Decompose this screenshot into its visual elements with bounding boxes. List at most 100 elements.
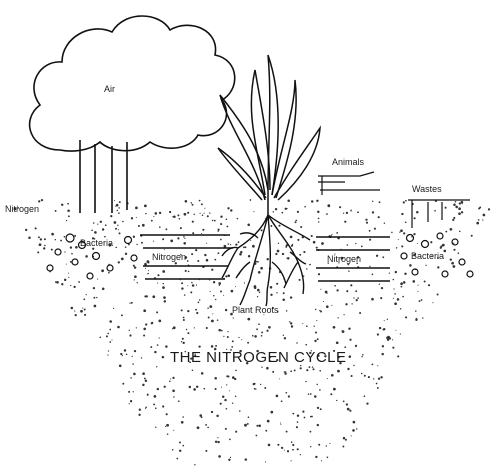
soil-speck: [291, 441, 293, 443]
soil-speck: [133, 373, 136, 376]
soil-speck: [204, 208, 205, 209]
soil-speck: [164, 300, 166, 302]
soil-speck: [113, 308, 114, 309]
soil-speck: [181, 341, 182, 342]
soil-speck: [376, 255, 378, 257]
soil-speck: [287, 200, 290, 203]
soil-speck: [153, 241, 154, 242]
soil-speck: [281, 400, 283, 402]
soil-speck: [300, 454, 301, 455]
soil-speck: [315, 309, 316, 310]
soil-speck: [422, 317, 423, 318]
soil-speck: [458, 212, 461, 215]
animals-label: Animals: [332, 157, 365, 167]
soil-speck: [159, 212, 161, 214]
soil-speck: [275, 208, 277, 210]
soil-speck: [225, 309, 227, 311]
soil-speck: [282, 298, 285, 301]
soil-speck: [166, 424, 169, 427]
soil-speck: [351, 435, 352, 436]
soil-speck: [40, 238, 42, 240]
soil-speck: [170, 378, 171, 379]
soil-speck: [233, 317, 234, 318]
soil-speck: [299, 279, 301, 281]
soil-speck: [252, 335, 254, 337]
soil-speck: [235, 431, 237, 433]
soil-speck: [172, 390, 175, 393]
soil-speck: [265, 461, 266, 462]
soil-speck: [41, 199, 43, 201]
soil-speck: [383, 328, 385, 330]
soil-speck: [346, 290, 348, 292]
soil-speck: [295, 220, 297, 222]
nitrogen-right-label: Nitrogen: [327, 254, 361, 264]
soil-speck: [318, 221, 319, 222]
soil-speck: [305, 344, 307, 346]
soil-speck: [316, 200, 318, 202]
soil-speck: [343, 437, 345, 439]
soil-speck: [297, 414, 299, 416]
soil-speck: [461, 211, 463, 213]
soil-speck: [361, 373, 363, 375]
soil-speck: [404, 273, 406, 275]
soil-speck: [376, 383, 378, 385]
soil-speck: [218, 329, 221, 332]
soil-speck: [351, 210, 352, 211]
soil-speck: [258, 323, 260, 325]
soil-speck: [289, 321, 290, 322]
soil-speck: [106, 335, 108, 337]
soil-speck: [306, 325, 308, 327]
soil-speck: [459, 231, 461, 233]
soil-speck: [117, 225, 118, 226]
soil-speck: [379, 284, 380, 285]
soil-speck: [270, 286, 273, 289]
soil-speck: [198, 302, 200, 304]
soil-speck: [392, 339, 393, 340]
soil-speck: [97, 279, 98, 280]
soil-speck: [221, 330, 223, 332]
soil-speck: [314, 395, 317, 398]
soil-speck: [199, 200, 201, 202]
soil-speck: [317, 407, 319, 409]
soil-speck: [384, 320, 385, 321]
soil-speck: [445, 231, 447, 233]
soil-speck: [109, 320, 112, 323]
soil-speck: [333, 326, 336, 329]
soil-speck: [154, 351, 156, 353]
soil-speck: [207, 427, 209, 429]
soil-speck: [129, 403, 130, 404]
soil-speck: [320, 289, 321, 290]
soil-speck: [100, 337, 102, 339]
soil-speck: [294, 369, 296, 371]
soil-speck: [260, 267, 263, 270]
soil-speck: [343, 213, 344, 214]
soil-speck: [254, 383, 256, 385]
soil-speck: [369, 239, 371, 241]
soil-speck: [417, 291, 418, 292]
soil-speck: [188, 271, 190, 273]
soil-speck: [355, 243, 356, 244]
soil-speck: [336, 341, 339, 344]
soil-speck: [83, 298, 85, 300]
soil-speck: [93, 287, 95, 289]
soil-speck: [156, 311, 158, 313]
soil-speck: [355, 345, 357, 347]
soil-speck: [235, 286, 236, 287]
soil-speck: [215, 299, 216, 300]
soil-speck: [284, 371, 286, 373]
soil-speck: [479, 207, 481, 209]
soil-speck: [151, 220, 153, 222]
soil-speck: [400, 229, 403, 232]
soil-speck: [220, 291, 222, 293]
soil-speck: [452, 219, 454, 221]
soil-speck: [387, 319, 388, 320]
soil-speck: [372, 211, 374, 213]
soil-speck: [401, 213, 403, 215]
soil-speck: [162, 286, 165, 289]
soil-speck: [239, 410, 241, 412]
soil-speck: [223, 295, 224, 296]
soil-speck: [313, 241, 316, 244]
soil-speck: [458, 207, 461, 210]
soil-speck: [230, 244, 231, 245]
